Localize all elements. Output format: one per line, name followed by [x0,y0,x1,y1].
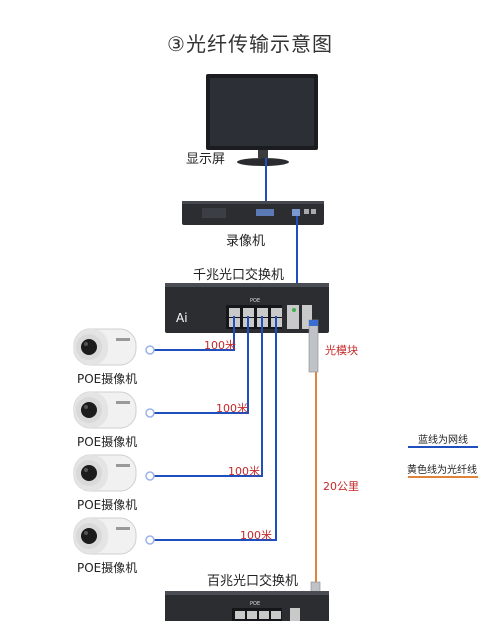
monitor-label: 显示屏 [186,152,226,167]
camera-2-label: POE摄像机 [77,435,138,449]
nvr-device-icon [182,201,324,225]
camera-1-icon [73,328,155,366]
camera-4-icon [73,517,155,555]
optical-module-top-icon [308,319,319,373]
cable-length-label-3: 100米 [228,465,260,478]
legend-network-cable: 蓝线为网线 [418,435,468,446]
switch-camera-cables [152,316,277,541]
fast-switch-icon [165,591,329,621]
legend-fiber-cable: 黄色线为光纤线 [407,465,477,476]
fast-switch-label: 百兆光口交换机 [207,574,299,589]
gigabit-switch-label: 千兆光口交换机 [193,268,285,283]
gigabit-switch-port-group-label: POE [250,298,261,304]
gigabit-switch-brand: Ai [176,311,188,325]
nvr-label: 录像机 [226,234,266,249]
fast-switch-port-group-label: POE [250,601,261,607]
cable-length-label-1: 100米 [204,339,236,352]
cable-length-label-2: 100米 [216,402,248,415]
fiber-distance-label: 20公里 [323,480,359,493]
camera-2-icon [73,391,155,429]
diagram-title: ③光纤传输示意图 [167,32,333,56]
camera-4-label: POE摄像机 [77,561,138,575]
camera-3-icon [73,454,155,492]
optical-module-label: 光模块 [325,344,358,357]
cable-length-label-4: 100米 [240,529,272,542]
camera-3-label: POE摄像机 [77,498,138,512]
monitor-icon [206,74,318,166]
camera-1-label: POE摄像机 [77,372,138,386]
